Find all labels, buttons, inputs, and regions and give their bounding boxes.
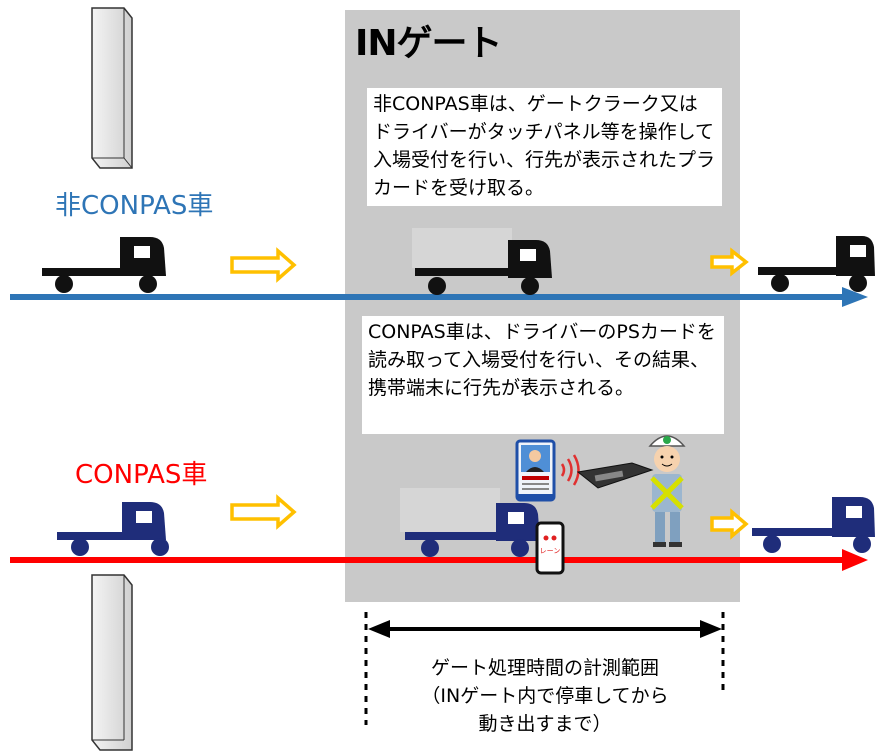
non-conpas-lane-arrow bbox=[10, 287, 868, 307]
phone-lane-label: レーン bbox=[540, 547, 561, 555]
truck-icon bbox=[400, 488, 540, 557]
truck-icon bbox=[57, 502, 169, 556]
flow-arrow-icon bbox=[710, 508, 749, 540]
flow-arrow-icon bbox=[230, 494, 297, 530]
conpas-lane-label: CONPAS車 bbox=[75, 460, 208, 490]
truck-icon bbox=[412, 228, 552, 295]
ps-card-icon bbox=[515, 439, 556, 502]
smartphone-icon: レーン bbox=[535, 521, 565, 575]
flow-arrow-icon bbox=[710, 247, 749, 277]
handheld-scanner-icon bbox=[576, 462, 654, 489]
measurement-caption: ゲート処理時間の計測範囲 （INゲート内で停車してから 動き出すまで） bbox=[380, 654, 710, 738]
truck-icon bbox=[752, 497, 875, 553]
conpas-description: CONPAS車は、ドライバーのPSカードを読み取って入場受付を行い、その結果、携… bbox=[362, 316, 724, 434]
measurement-range-markers bbox=[364, 612, 725, 725]
caption-line-1: ゲート処理時間の計測範囲 bbox=[430, 657, 659, 679]
pillar-bottom bbox=[91, 574, 133, 751]
truck-icon bbox=[758, 236, 875, 292]
caption-line-3: 動き出すまで） bbox=[478, 713, 612, 735]
truck-icon bbox=[42, 237, 166, 293]
non-conpas-lane-label: 非CONPAS車 bbox=[55, 191, 214, 221]
measurement-range-arrow bbox=[368, 620, 722, 638]
pillar-top bbox=[91, 7, 133, 169]
flow-arrow-icon bbox=[230, 247, 297, 283]
non-conpas-description: 非CONPAS車は、ゲートクラーク又はドライバーがタッチパネル等を操作して入場受… bbox=[367, 88, 722, 206]
wireless-signal-icon bbox=[560, 454, 580, 486]
caption-line-2: （INゲート内で停車してから bbox=[421, 685, 669, 707]
in-gate-title: INゲート bbox=[355, 23, 503, 64]
gate-clerk-icon bbox=[648, 435, 686, 547]
conpas-lane-arrow bbox=[10, 549, 868, 571]
